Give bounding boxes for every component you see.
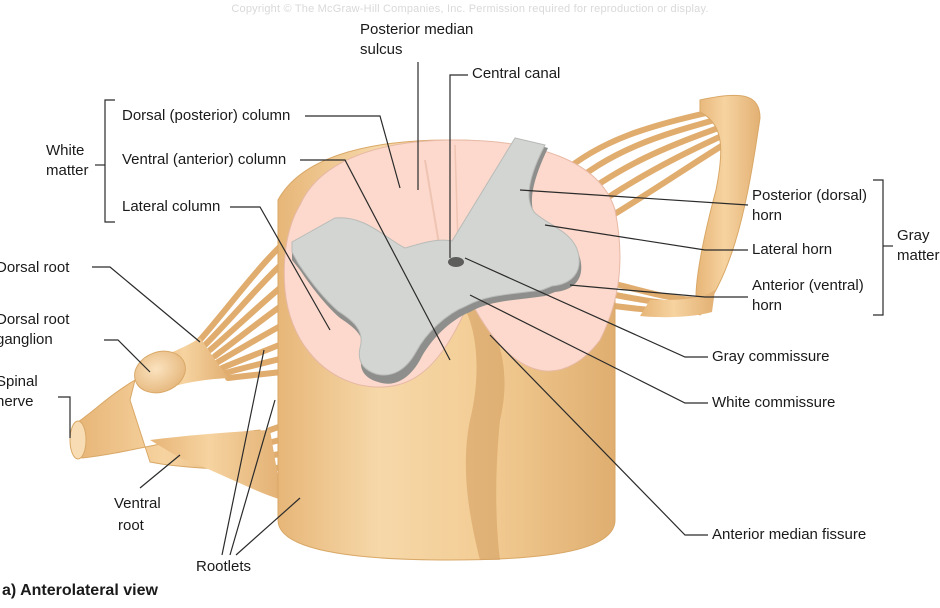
label-ventral-root-1: Ventral [114, 494, 161, 514]
label-gray-matter-1: Gray [897, 226, 930, 246]
label-white-matter-1: White [46, 141, 84, 161]
figure-caption: a) Anterolateral view [2, 582, 158, 600]
label-gray-commissure: Gray commissure [712, 347, 830, 367]
label-white-commissure: White commissure [712, 393, 835, 413]
label-dorsal-posterior-column: Dorsal (posterior) column [122, 106, 290, 126]
label-rootlets: Rootlets [196, 557, 251, 577]
label-lateral-column: Lateral column [122, 197, 220, 217]
label-ventral-anterior-column: Ventral (anterior) column [122, 150, 286, 170]
label-posterior-dorsal-horn-2: horn [752, 206, 782, 226]
label-posterior-median-sulcus-1: Posterior median [360, 20, 473, 40]
label-spinal-nerve-2: nerve [0, 392, 34, 412]
label-anterior-ventral-horn-1: Anterior (ventral) [752, 276, 864, 296]
label-central-canal: Central canal [472, 64, 560, 84]
label-posterior-median-sulcus-2: sulcus [360, 40, 403, 60]
label-ventral-root-2: root [118, 516, 144, 536]
label-dorsal-root: Dorsal root [0, 258, 69, 278]
label-anterior-ventral-horn-2: horn [752, 296, 782, 316]
label-lateral-horn: Lateral horn [752, 240, 832, 260]
label-white-matter-2: matter [46, 161, 89, 181]
label-gray-matter-2: matter [897, 246, 940, 266]
label-anterior-median-fissure: Anterior median fissure [712, 525, 866, 545]
central-canal [448, 257, 464, 267]
spinal-nerve-end [70, 421, 86, 459]
label-posterior-dorsal-horn-1: Posterior (dorsal) [752, 186, 867, 206]
right-spinal-nerve [696, 95, 760, 315]
label-dorsal-root-ganglion-1: Dorsal root [0, 310, 69, 330]
label-spinal-nerve-1: Spinal [0, 372, 38, 392]
label-dorsal-root-ganglion-2: ganglion [0, 330, 53, 350]
